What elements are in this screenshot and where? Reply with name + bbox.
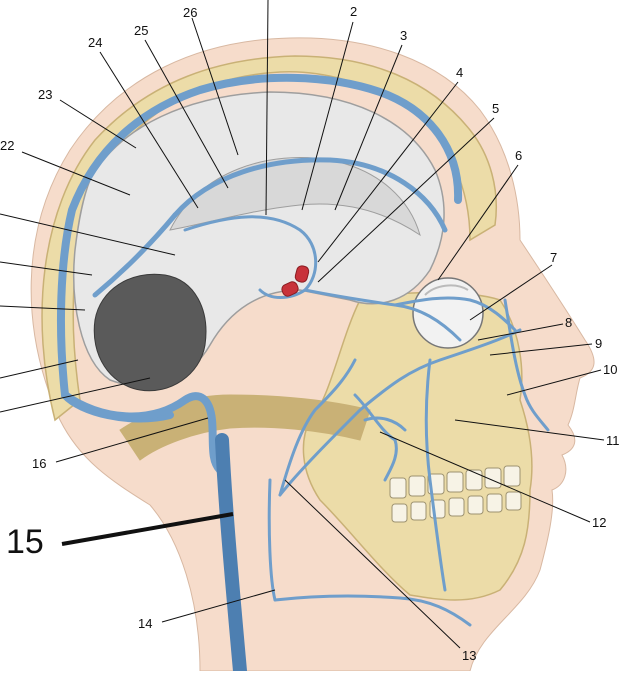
- leader-line: [55, 417, 209, 463]
- angular-vein: [503, 298, 550, 432]
- leader-line: [161, 589, 276, 623]
- leader-line: [99, 51, 199, 209]
- label-11: 11: [606, 433, 620, 448]
- label-10: 10: [603, 362, 617, 377]
- leader-line: [0, 377, 151, 413]
- upper-tooth: [465, 469, 483, 491]
- straight-sinus: [92, 212, 178, 298]
- label-24: 24: [88, 35, 102, 50]
- leader-lines: [0, 0, 605, 649]
- label-23: 23: [38, 87, 52, 102]
- leader-line: [0, 359, 79, 379]
- label-5: 5: [492, 101, 499, 116]
- callout-labels: 2 3 4 5 6 7 8 9 10 11 12 13 14 15 16 22 …: [0, 4, 620, 663]
- upper-tooth: [408, 475, 426, 497]
- leader-line: [454, 419, 605, 441]
- upper-tooth: [389, 477, 407, 499]
- eye-highlight: [424, 284, 469, 296]
- leader-line: [301, 21, 354, 211]
- lower-tooth: [410, 501, 427, 521]
- lower-tooth: [448, 497, 465, 517]
- leader-line: [0, 305, 86, 311]
- ophthalmic-vein: [393, 296, 517, 332]
- eyeball: [412, 277, 484, 349]
- anterior-jugular-vein: [273, 594, 472, 627]
- label-15: 15: [6, 523, 44, 561]
- leader-line-15: [61, 512, 234, 546]
- label-7: 7: [550, 250, 557, 265]
- leader-line: [265, 0, 269, 216]
- leader-line: [59, 99, 137, 149]
- label-16: 16: [32, 456, 46, 471]
- label-25: 25: [134, 23, 148, 38]
- venous-system: [56, 73, 550, 676]
- leader-line: [284, 479, 461, 649]
- facial-bones: [302, 291, 533, 601]
- leader-line: [144, 39, 229, 189]
- internal-jugular-vein: [215, 433, 247, 676]
- inferior-sagittal-sinus: [172, 157, 448, 233]
- external-jugular-vein: [267, 478, 277, 602]
- label-6: 6: [515, 148, 522, 163]
- facial-vein: [278, 328, 522, 497]
- label-22: 22: [0, 138, 14, 153]
- leader-line: [317, 117, 495, 283]
- lower-tooth: [486, 493, 503, 513]
- artery-segment: [281, 281, 299, 297]
- label-2: 2: [350, 4, 357, 19]
- ventricle-cavity: [93, 273, 207, 392]
- upper-tooth: [484, 467, 502, 489]
- teeth: [389, 465, 522, 523]
- label-12: 12: [592, 515, 606, 530]
- leader-line: [469, 264, 553, 321]
- upper-tooth: [503, 465, 521, 487]
- label-26: 26: [183, 5, 197, 20]
- label-13: 13: [462, 648, 476, 663]
- lower-tooth: [391, 503, 408, 523]
- transverse-sigmoid-sinus: [61, 391, 224, 474]
- label-4: 4: [456, 65, 463, 80]
- leader-line: [489, 343, 593, 356]
- leader-line: [334, 44, 403, 211]
- leader-line: [21, 151, 131, 196]
- leader-line: [437, 164, 519, 281]
- retromandibular-vein: [278, 358, 357, 497]
- artery-segment: [294, 265, 310, 283]
- label-3: 3: [400, 28, 407, 43]
- upper-tooth: [446, 471, 464, 493]
- leader-line: [379, 431, 591, 523]
- label-8: 8: [565, 315, 572, 330]
- leader-line: [0, 261, 93, 276]
- deep-cerebral-veins: [183, 215, 318, 299]
- leader-line: [477, 323, 564, 341]
- pterygoid-plexus: [353, 393, 407, 482]
- lower-tooth: [467, 495, 484, 515]
- leader-line: [0, 213, 176, 256]
- leader-line: [506, 369, 602, 396]
- label-14: 14: [138, 616, 152, 631]
- label-9: 9: [595, 336, 602, 351]
- leader-line: [191, 17, 239, 156]
- lower-tooth: [505, 491, 522, 511]
- leader-line: [317, 81, 459, 263]
- internal-carotid-artery: [281, 265, 310, 297]
- vein-to-cheek: [424, 358, 447, 592]
